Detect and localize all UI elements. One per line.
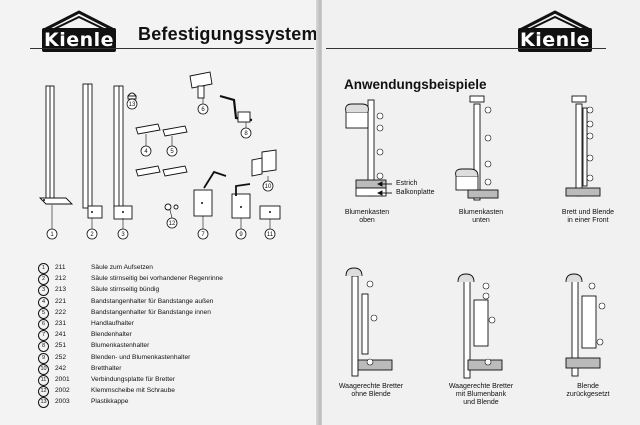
callout-2: 2 [86, 228, 98, 240]
callout-6: 6 [197, 103, 209, 115]
callout-3: 3 [117, 228, 129, 240]
svg-text:13: 13 [129, 102, 136, 108]
svg-text:4: 4 [144, 149, 148, 155]
callout-9: 9 [235, 228, 247, 240]
svg-text:11: 11 [267, 232, 274, 238]
section-title: Anwendungsbeispiele [344, 77, 487, 92]
callout-10: 10 [262, 180, 274, 192]
label-balkonplatte: Balkonplatte [396, 189, 435, 196]
callout-4: 4 [140, 145, 152, 157]
title-rule [30, 48, 314, 49]
right-page: Kienle [322, 0, 640, 425]
part-callouts: 1 2 3 4 5 6 7 8 9 10 11 12 13 [46, 98, 276, 240]
logo-text: Kienle [519, 29, 591, 51]
svg-text:12: 12 [169, 221, 176, 227]
title-rule [326, 48, 606, 49]
svg-text:3: 3 [121, 232, 125, 238]
svg-text:2: 2 [90, 232, 94, 238]
svg-text:5: 5 [170, 149, 174, 155]
callout-5: 5 [166, 145, 178, 157]
callout-12: 12 [166, 217, 178, 229]
page-gutter [316, 0, 324, 425]
callout-13: 13 [126, 98, 138, 110]
svg-text:10: 10 [265, 184, 272, 190]
svg-text:7: 7 [201, 232, 205, 238]
label-estrich: Estrich [396, 180, 418, 187]
svg-text:6: 6 [201, 107, 205, 113]
callout-7: 7 [197, 228, 209, 240]
logo-text: Kienle [43, 29, 115, 51]
callout-11: 11 [264, 228, 276, 240]
callout-8: 8 [240, 127, 252, 139]
svg-text:9: 9 [239, 232, 243, 238]
kienle-logo-left: Kienle [40, 10, 118, 54]
svg-text:1: 1 [50, 232, 54, 238]
callout-1: 1 [46, 228, 58, 240]
svg-text:8: 8 [244, 131, 248, 137]
parts-drawing [38, 71, 281, 230]
